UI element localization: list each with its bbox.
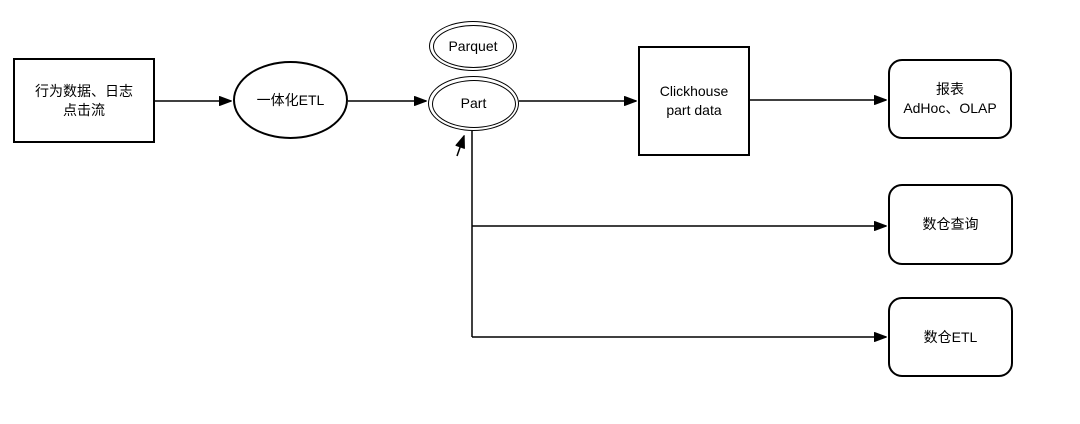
node-warehouse-query-label: 数仓查询 (922, 216, 979, 232)
node-source-label-line2: 点击流 (63, 101, 105, 118)
node-part: Part (428, 76, 519, 131)
node-source-label-line1: 行为数据、日志 (35, 82, 133, 99)
node-report: 报表 AdHoc、OLAP (888, 59, 1012, 139)
node-etl: 一体化ETL (233, 61, 348, 139)
node-warehouse-etl-label: 数仓ETL (923, 328, 978, 345)
node-part-label: Part (460, 95, 487, 111)
node-clickhouse: Clickhouse part data (638, 46, 750, 156)
node-clickhouse-label-line1: Clickhouse (659, 83, 729, 99)
part-inner-ring (431, 79, 516, 128)
node-report-label-line2: AdHoc、OLAP (903, 100, 997, 116)
edge-up-into-part (455, 135, 465, 157)
node-warehouse-etl: 数仓ETL (888, 297, 1013, 377)
parquet-inner-ring (432, 24, 514, 68)
node-source: 行为数据、日志 点击流 (13, 58, 155, 143)
node-report-label-line1: 报表 (936, 81, 964, 97)
node-parquet-label: Parquet (448, 37, 498, 54)
node-warehouse-query: 数仓查询 (888, 184, 1013, 265)
node-etl-label: 一体化ETL (256, 91, 325, 108)
node-clickhouse-label-line2: part data (666, 102, 722, 118)
node-parquet: Parquet (429, 21, 517, 71)
